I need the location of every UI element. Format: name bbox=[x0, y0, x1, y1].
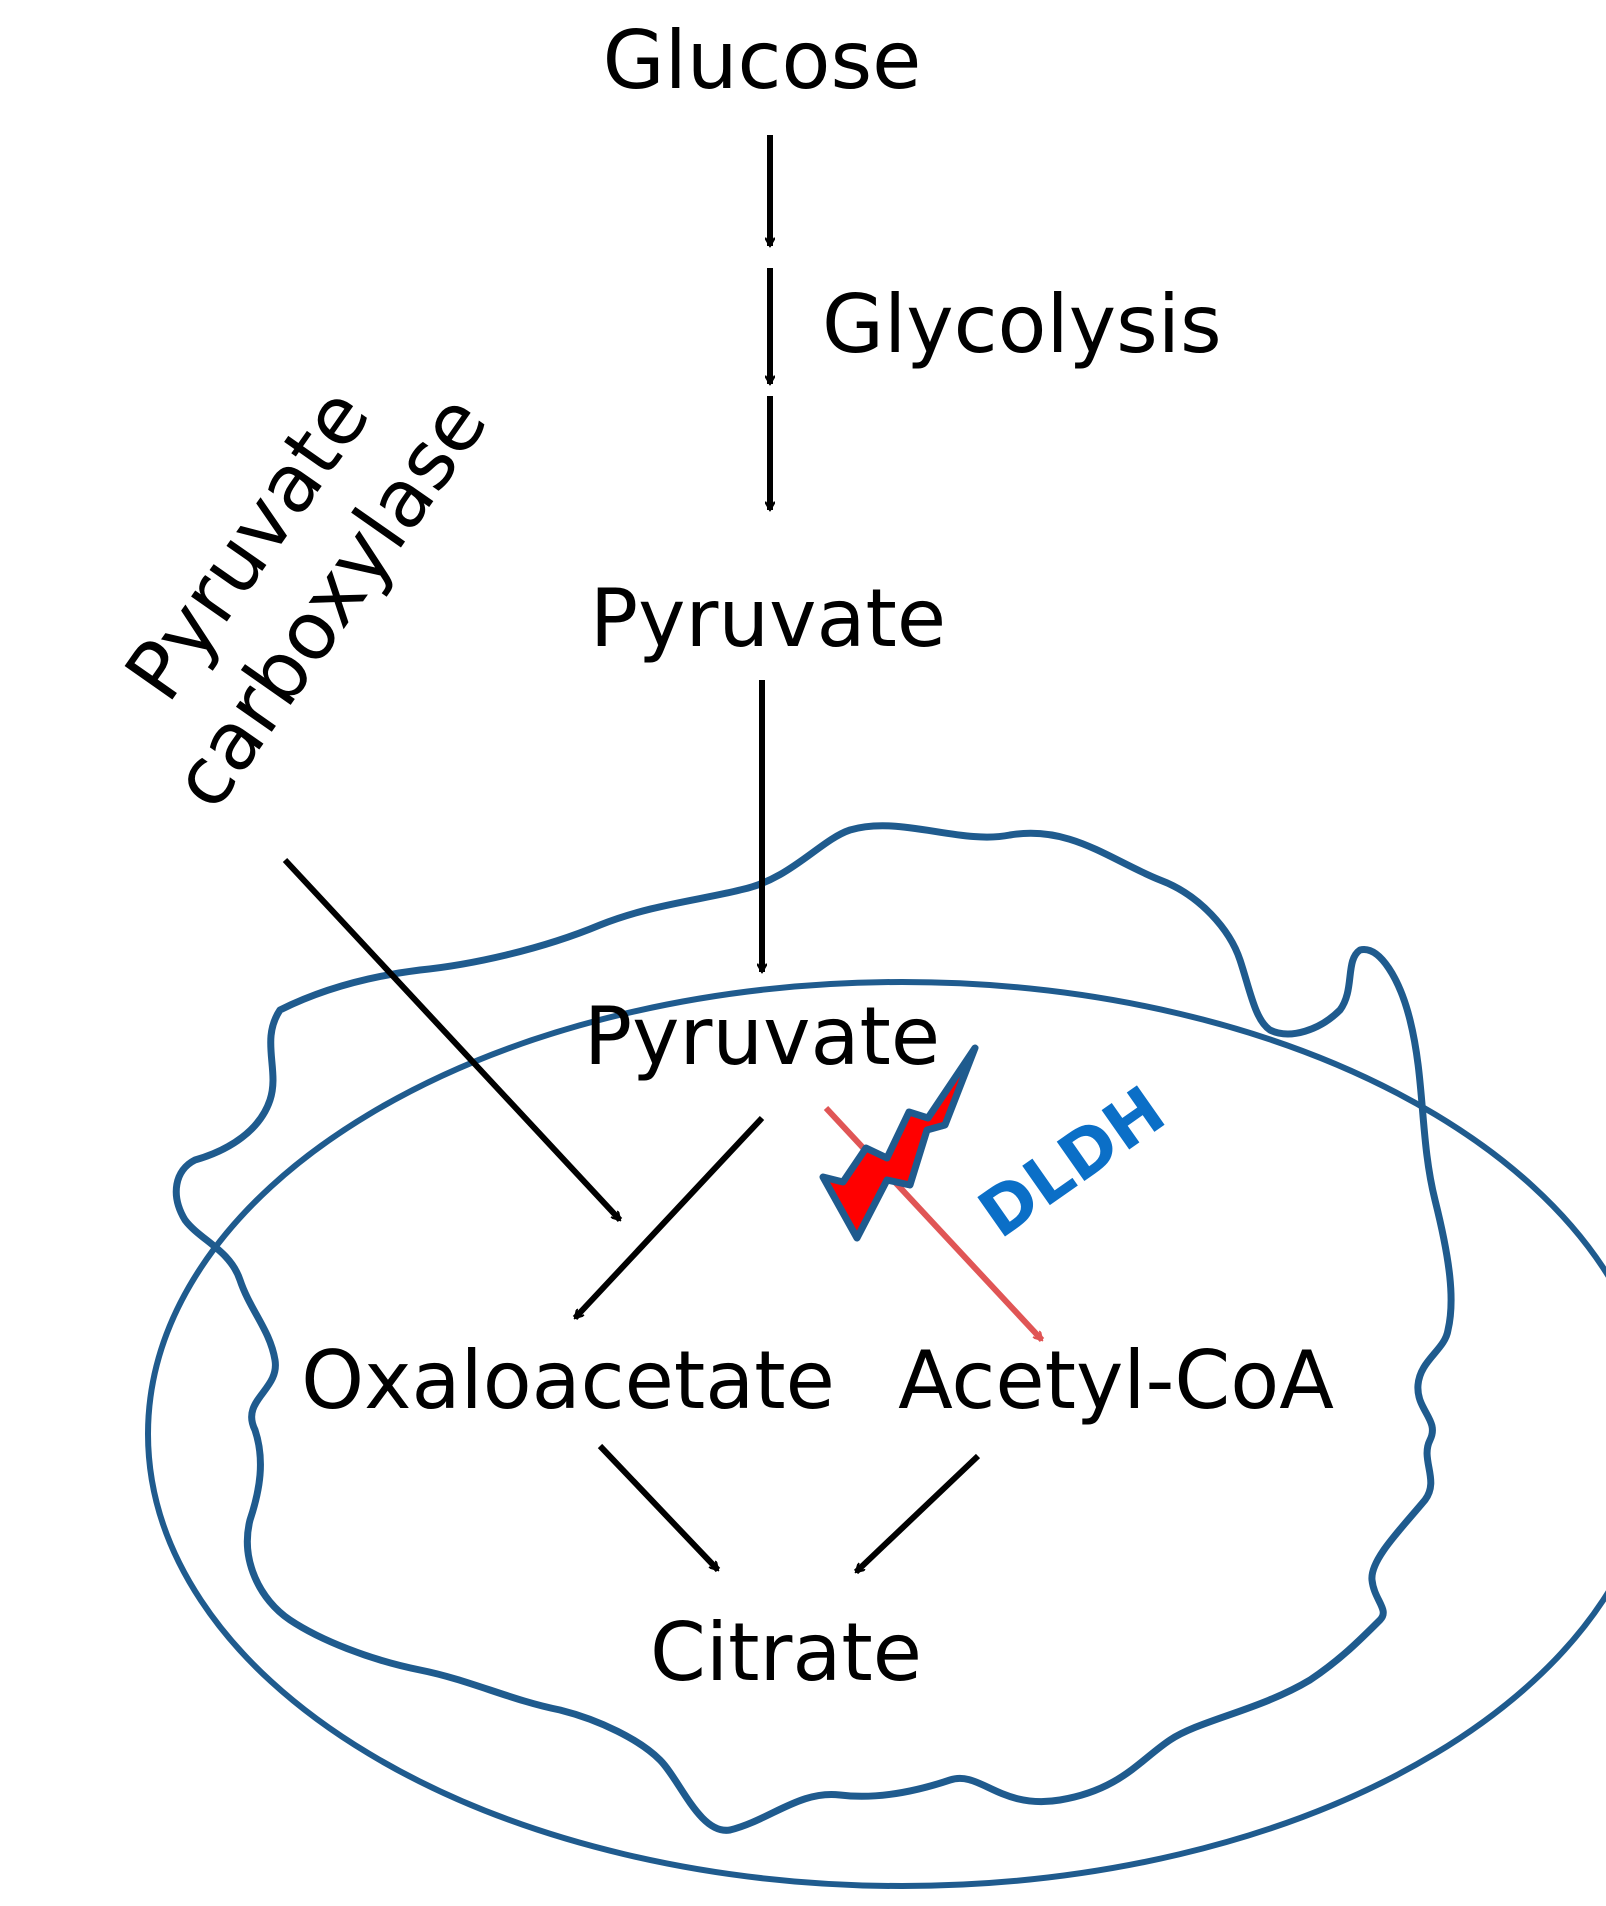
acetyl-coa-label: Acetyl-CoA bbox=[898, 1334, 1334, 1427]
dldh-label: DLDH bbox=[965, 1071, 1179, 1253]
oxaloacetate-label: Oxaloacetate bbox=[301, 1334, 835, 1427]
acetyl-coa-to-citrate-arrow bbox=[853, 1453, 981, 1575]
pyruvate-carboxylase-arrow bbox=[282, 857, 623, 1223]
mitochondrion-inner-membrane bbox=[172, 822, 1455, 1834]
oxaloacetate-to-citrate-arrow bbox=[597, 1443, 721, 1573]
glycolysis-label: Glycolysis bbox=[822, 278, 1222, 371]
pyruvate-cytosol-label: Pyruvate bbox=[590, 572, 946, 665]
pyruvate-to-oxaloacetate-arrow bbox=[572, 1115, 765, 1321]
pyruvate-carboxylase-label: Pyruvate carboxylase bbox=[107, 372, 505, 825]
citrate-label: Citrate bbox=[650, 1606, 922, 1699]
pyruvate-mitochondrial-label: Pyruvate bbox=[584, 990, 940, 1083]
glucose-label: Glucose bbox=[603, 14, 922, 107]
mitochondrion-outer-membrane bbox=[145, 979, 1606, 1889]
lightning-bolt-icon bbox=[819, 1044, 979, 1242]
pyruvate-to-acetyl-coa-arrow bbox=[823, 1105, 1045, 1343]
